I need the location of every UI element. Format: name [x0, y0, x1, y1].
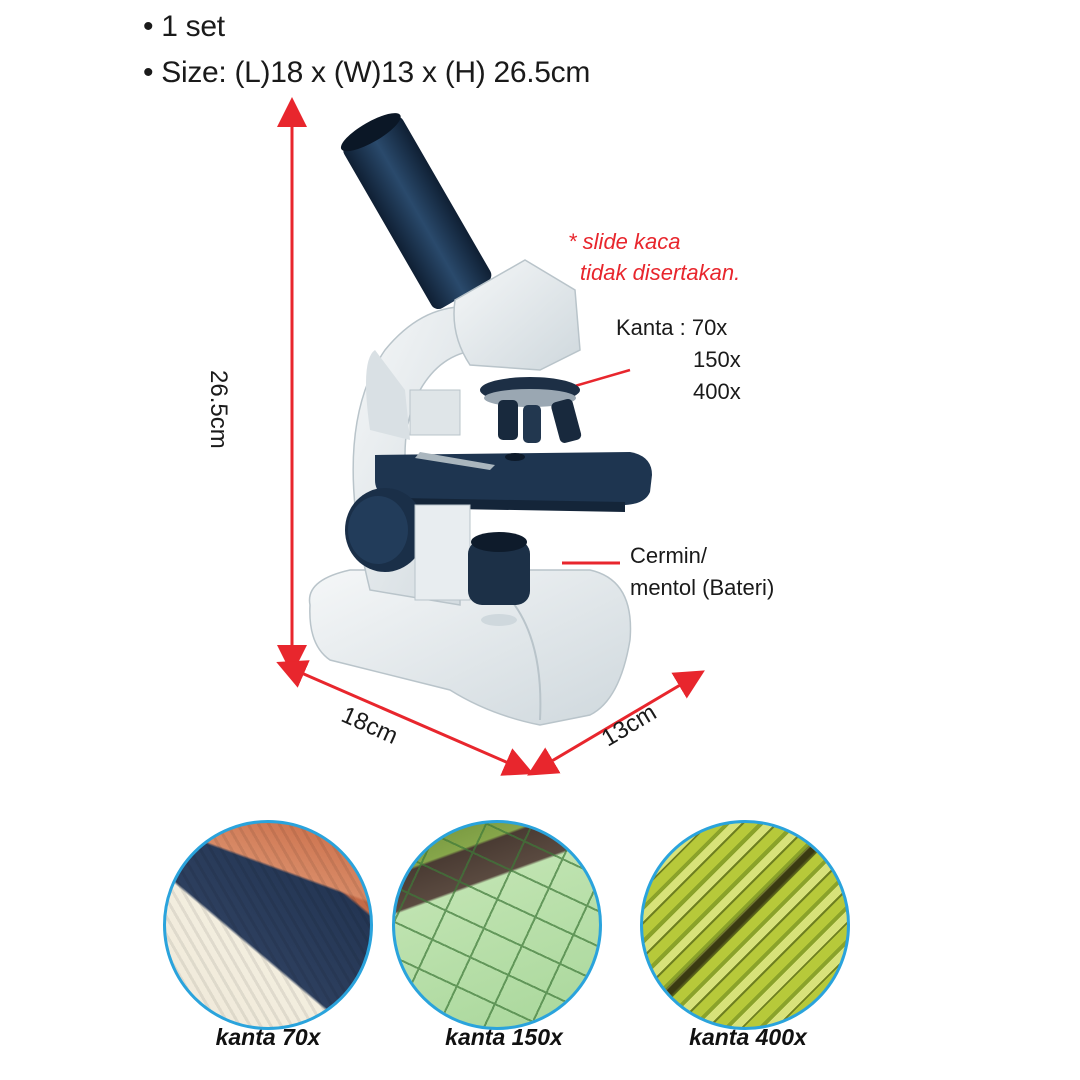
caption-70x: kanta 70x [215, 1024, 321, 1050]
caption-150x: kanta 150x [445, 1024, 563, 1050]
cell-texture [395, 823, 599, 1027]
spec-quantity: • 1 set [143, 10, 225, 43]
caption-400x: kanta 400x [689, 1024, 807, 1050]
sample-circle-70x [163, 820, 373, 1030]
note-slide-not-included: * slide kaca tidak disertakan. [568, 226, 740, 288]
sample-circle-150x [392, 820, 602, 1030]
fabric-texture [166, 823, 370, 1027]
note-line-1: * slide kaca [568, 229, 681, 254]
mirror-line-2: mentol (Bateri) [630, 575, 775, 600]
mirror-callout: Cermin/ mentol (Bateri) [630, 540, 774, 604]
microscope-illustration [308, 113, 652, 726]
sample-circle-400x [640, 820, 850, 1030]
height-dimension-label: 26.5cm [205, 370, 232, 449]
lens-value-150: 150x [693, 347, 741, 372]
lens-callout: Kanta : 70x 150x 400x [616, 312, 741, 408]
tissue-texture [643, 823, 847, 1027]
spec-size: • Size: (L)18 x (W)13 x (H) 26.5cm [143, 56, 591, 89]
mirror-line-1: Cermin/ [630, 543, 708, 568]
lens-value-400: 400x [693, 379, 741, 404]
lens-title: Kanta : 70x [616, 315, 728, 340]
note-line-2: tidak disertakan. [580, 260, 741, 285]
